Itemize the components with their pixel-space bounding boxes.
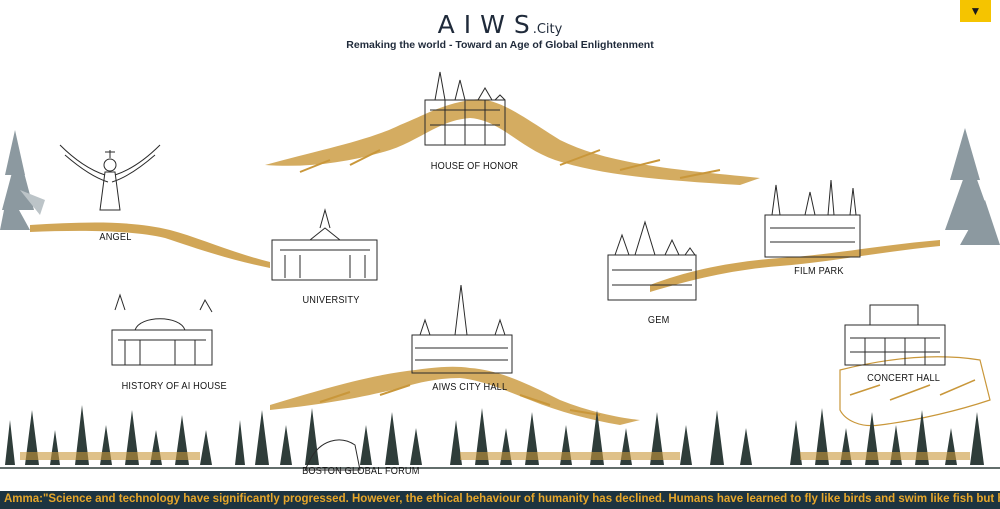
tagline: Remaking the world - Toward an Age of Gl… [346,39,654,51]
place-university[interactable]: UNIVERSITY [302,295,360,306]
trees-right [945,128,1000,245]
hills-concert-hall [839,356,991,427]
place-gem[interactable]: GEM [647,315,670,326]
house-of-honor-illustration [424,71,506,146]
triangle-down-icon: ▼ [969,4,982,18]
place-angel[interactable]: ANGEL [99,232,132,243]
mountain-center [265,99,760,185]
history-ai-house-illustration [111,293,213,366]
place-film-park[interactable]: FILM PARK [794,266,844,277]
concert-hall-illustration [844,304,946,366]
place-boston-global-forum[interactable]: BOSTON GLOBAL FORUM [302,466,420,477]
university-illustration [271,208,378,281]
place-history-of-ai-house[interactable]: HISTORY OF AI HOUSE [121,381,227,392]
forest-strip [0,405,1000,471]
angel-statue-illustration [59,144,161,211]
place-aiws-city-hall[interactable]: AIWS CITY HALL [432,382,508,393]
gem-chateau-illustration [607,220,697,301]
aiws-city-hall-illustration [411,284,513,374]
place-concert-hall[interactable]: CONCERT HALL [867,373,941,384]
ridge-gem-film-park [650,240,940,292]
ridge-angel-university [30,222,270,268]
trees-left [0,130,45,230]
ticker-text: Amma:"Science and technology have signif… [4,493,1000,505]
menu-toggle-button[interactable]: ▼ [960,0,991,22]
quote-ticker: Amma:"Science and technology have signif… [0,491,1000,509]
place-house-of-honor[interactable]: HOUSE OF HONOR [430,161,519,172]
mountain-city-hall [270,366,640,425]
film-park-illustration [764,179,861,258]
